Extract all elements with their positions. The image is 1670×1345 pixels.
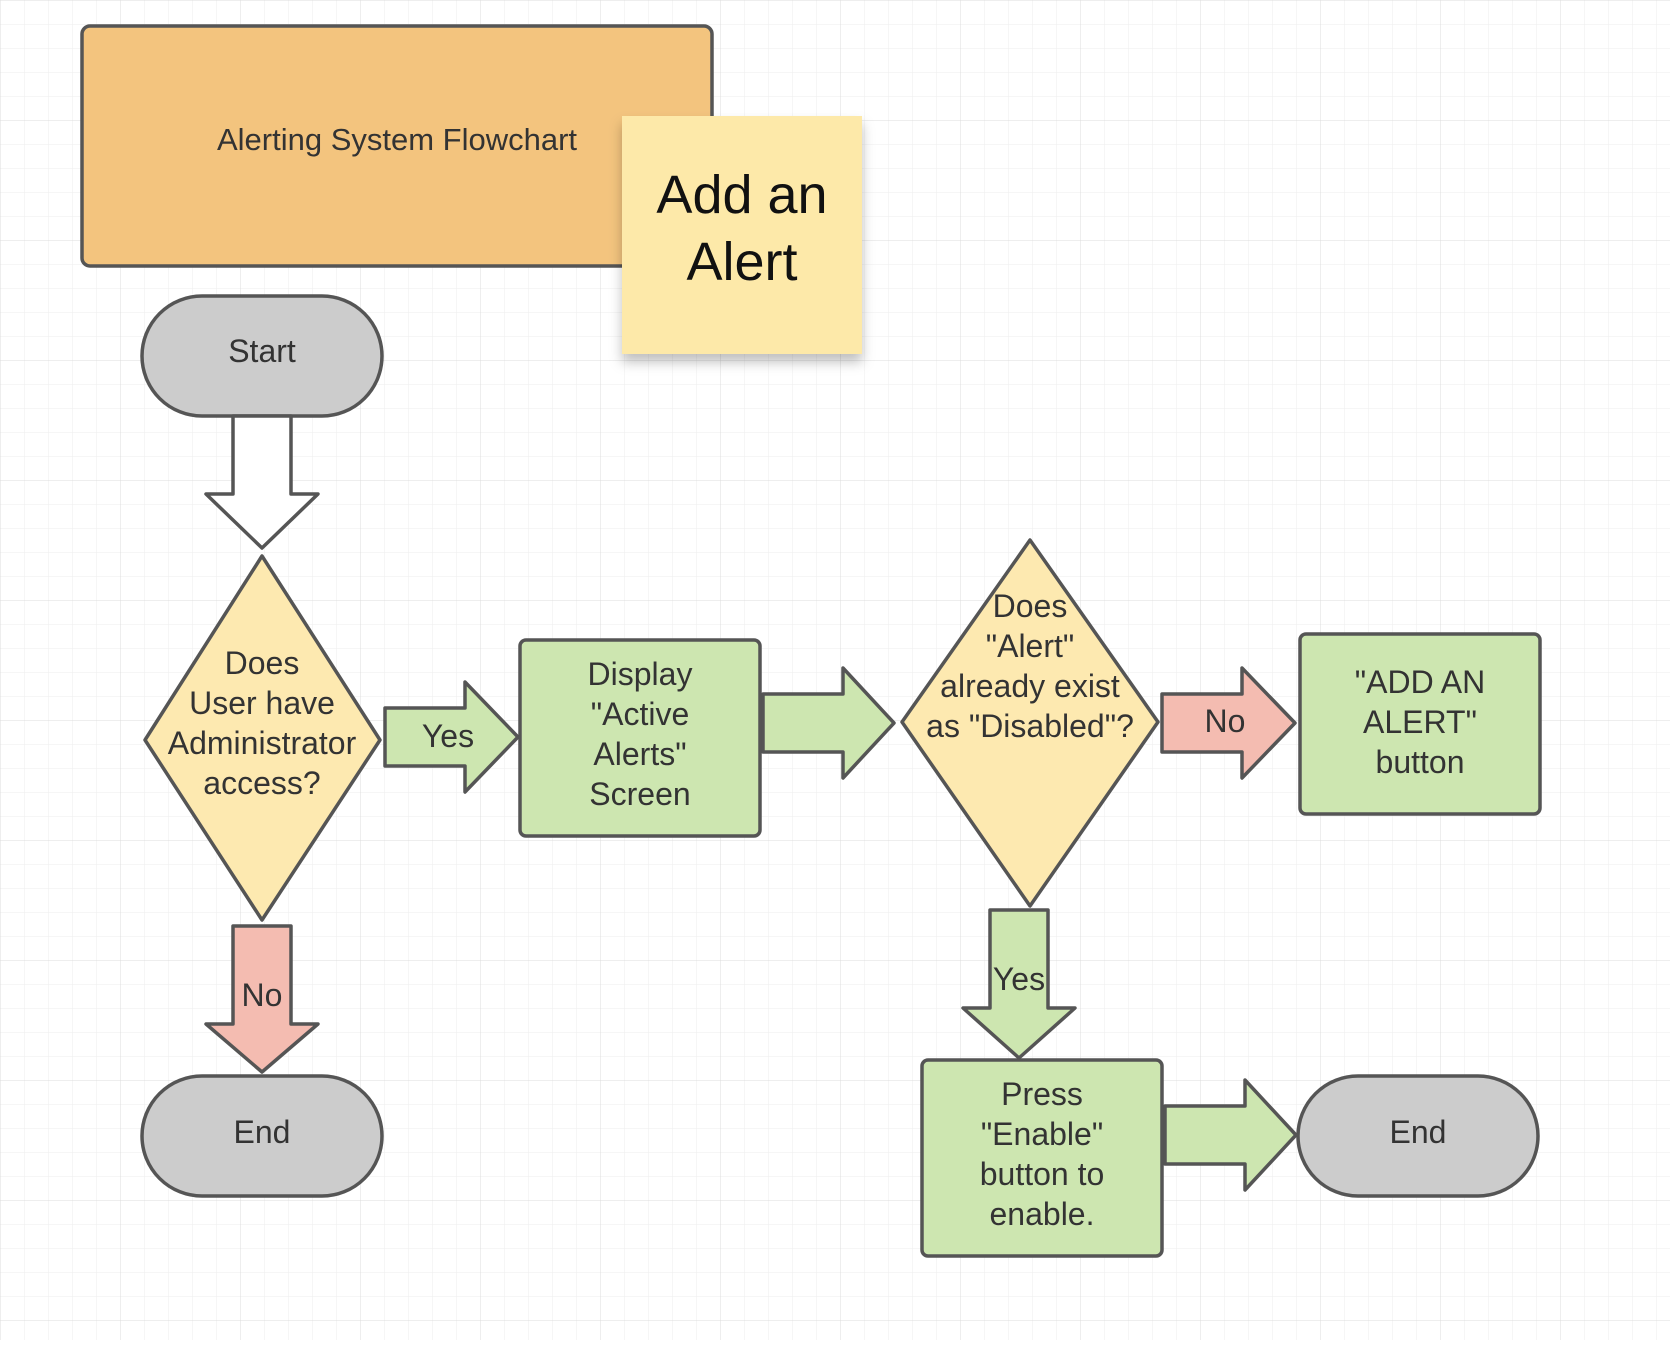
decision-admin-line-3: Administrator (168, 725, 357, 761)
decision-admin-access[interactable]: Does User have Administrator access? (143, 554, 382, 922)
end-right-label: End (1390, 1114, 1447, 1150)
disabled-no-label: No (1205, 703, 1246, 739)
add-alert-line-1: "ADD AN (1355, 664, 1486, 700)
add-alert-line-2: ALERT" (1363, 704, 1477, 740)
press-enable-line-4: enable. (990, 1196, 1095, 1232)
arrow-admin-no: No (204, 924, 320, 1074)
decision-admin-line-2: User have (189, 685, 335, 721)
process-press-enable[interactable]: Press "Enable" button to enable. (920, 1058, 1164, 1258)
decision-disabled-line-4: as "Disabled"? (926, 708, 1134, 744)
end-left-label: End (234, 1114, 291, 1150)
title-card[interactable]: Alerting System Flowchart (80, 24, 714, 268)
press-enable-line-3: button to (980, 1156, 1105, 1192)
end-terminal-right[interactable]: End (1296, 1074, 1540, 1198)
arrow-enable-to-end (1163, 1078, 1298, 1192)
add-alert-line-3: button (1376, 744, 1465, 780)
arrow-disabled-no: No (1160, 666, 1297, 780)
press-enable-line-1: Press (1001, 1076, 1083, 1112)
process-add-alert-button[interactable]: "ADD AN ALERT" button (1298, 632, 1542, 816)
start-terminal[interactable]: Start (140, 294, 384, 418)
press-enable-line-2: "Enable" (981, 1116, 1103, 1152)
sticky-note-line-1: Add an (656, 165, 827, 225)
title-card-text: Alerting System Flowchart (217, 122, 577, 157)
disabled-yes-label: Yes (993, 961, 1045, 997)
admin-no-label: No (242, 977, 283, 1013)
admin-yes-label: Yes (422, 718, 474, 754)
decision-disabled-line-1: Does (993, 588, 1068, 624)
sticky-note-line-2: Alert (686, 232, 797, 292)
decision-alert-disabled[interactable]: Does "Alert" already exist as "Disabled"… (900, 538, 1160, 908)
end-terminal-left[interactable]: End (140, 1074, 384, 1198)
decision-disabled-line-2: "Alert" (986, 628, 1075, 664)
decision-admin-line-1: Does (225, 645, 300, 681)
arrow-admin-yes: Yes (383, 680, 520, 794)
arrow-disabled-yes: Yes (961, 908, 1077, 1060)
decision-disabled-line-3: already exist (940, 668, 1120, 704)
process-display-active-alerts[interactable]: Display "Active Alerts" Screen (518, 638, 762, 838)
decision-admin-line-4: access? (203, 765, 320, 801)
start-label: Start (228, 333, 296, 369)
display-line-1: Display (588, 656, 693, 692)
arrow-start-to-decision (204, 414, 320, 550)
display-line-2: "Active (591, 696, 690, 732)
sticky-note[interactable]: Add an Alert (622, 116, 862, 354)
display-line-3: Alerts" (593, 736, 686, 772)
display-line-4: Screen (589, 776, 690, 812)
arrow-display-to-decision (761, 666, 896, 780)
